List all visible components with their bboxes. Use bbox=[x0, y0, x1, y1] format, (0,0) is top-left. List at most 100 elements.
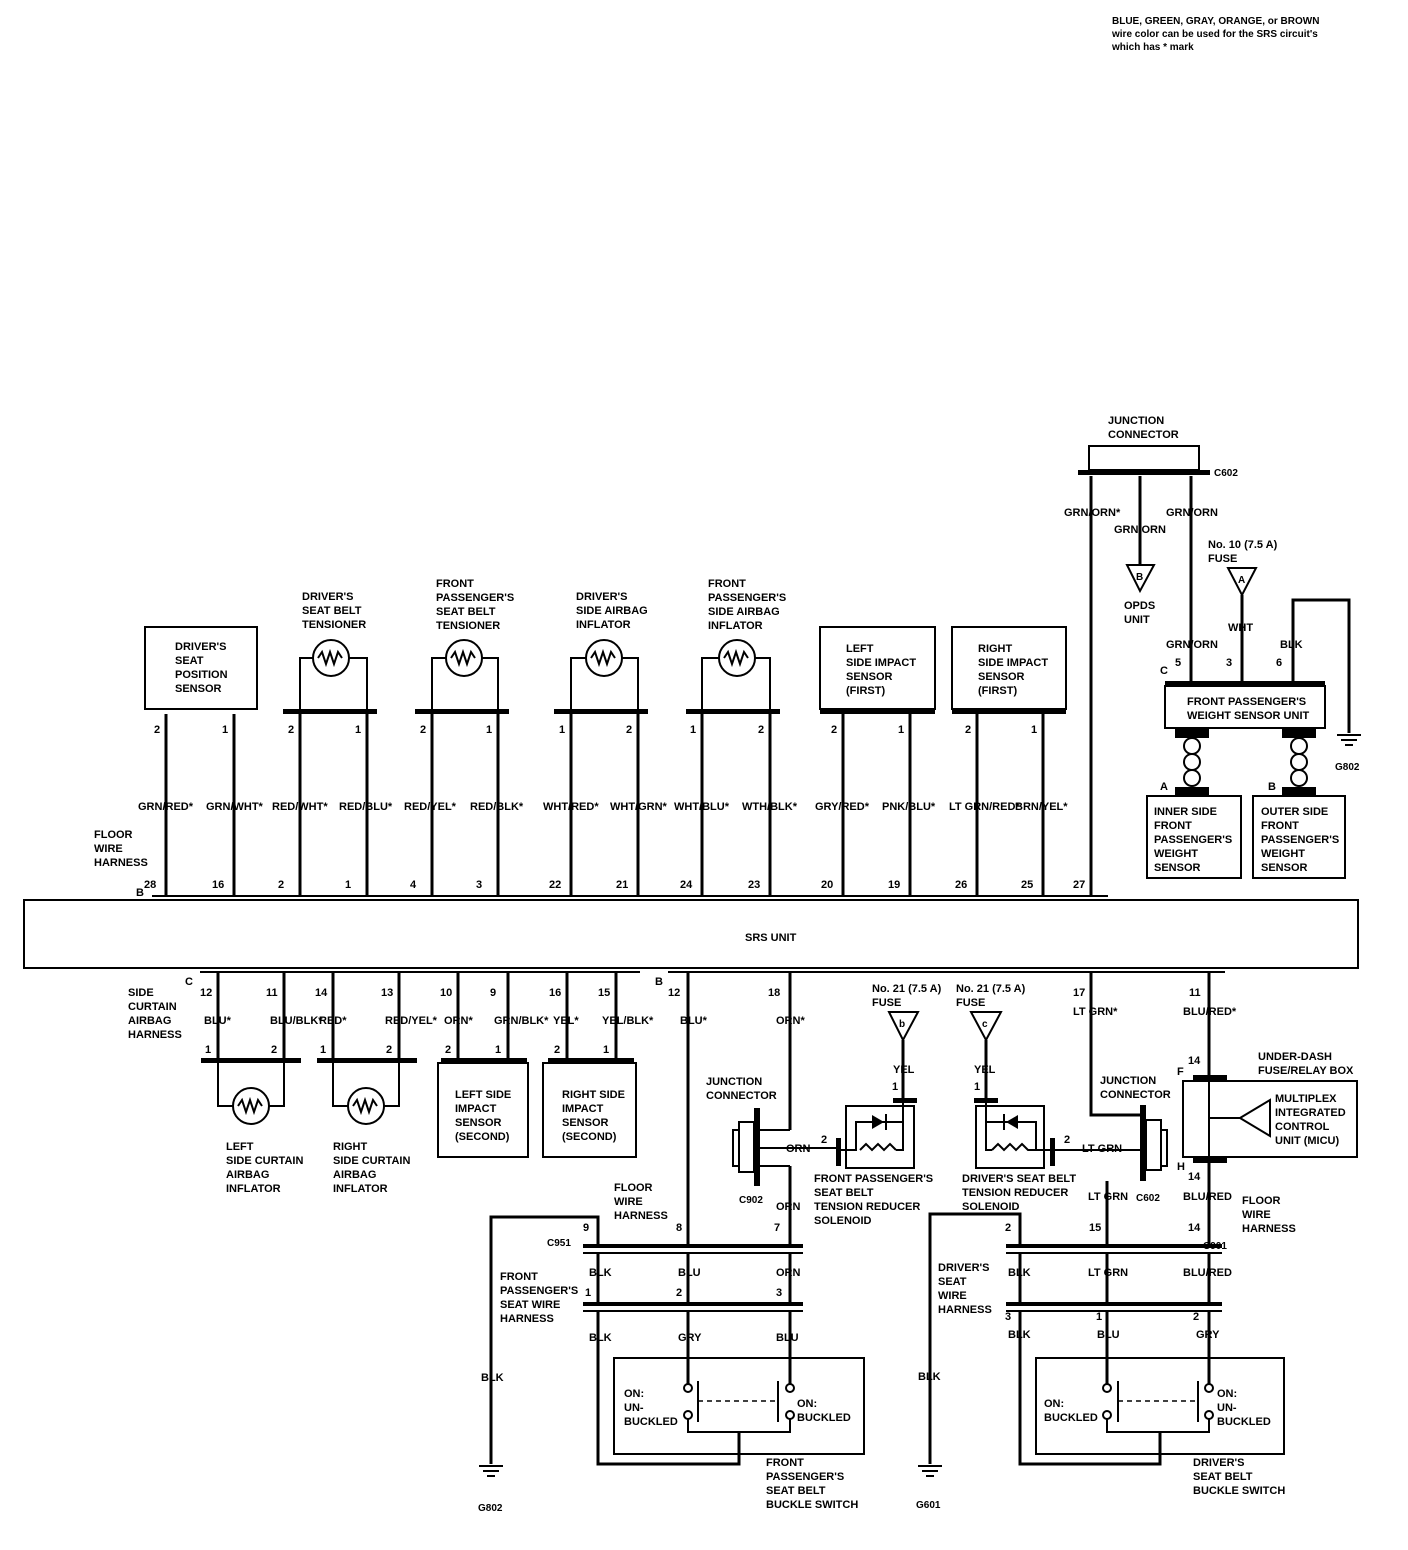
driver-buckle-contacts bbox=[1102, 1381, 1214, 1433]
top-unit-pin: 26 bbox=[955, 879, 967, 891]
junction-connector-left bbox=[732, 1108, 820, 1186]
top-comp-pin: 2 bbox=[420, 724, 426, 736]
bottom-wire-color: YEL* bbox=[553, 1015, 579, 1027]
svg-text:PASSENGER'S: PASSENGER'S bbox=[766, 1471, 844, 1483]
svg-text:HARNESS: HARNESS bbox=[938, 1304, 992, 1316]
top-comp-pin: 1 bbox=[559, 724, 565, 736]
svg-text:3: 3 bbox=[1226, 657, 1232, 669]
svg-text:UNDER-DASH: UNDER-DASH bbox=[1258, 1051, 1332, 1063]
svg-text:INFLATOR: INFLATOR bbox=[708, 620, 763, 632]
wire-grn-orn-right: GRN/ORN bbox=[1166, 507, 1218, 519]
wire-wht: WHT bbox=[1228, 622, 1253, 634]
top-unit-pin: 19 bbox=[888, 879, 900, 891]
top-unit-pin: 2 bbox=[278, 879, 284, 891]
c901-label: C901 bbox=[1203, 1241, 1227, 1252]
drivers-seat-belt-tensioner bbox=[283, 639, 377, 714]
svg-text:ON:: ON: bbox=[797, 1398, 817, 1410]
top-unit-pin: 25 bbox=[1021, 879, 1033, 891]
svg-text:BUCKLE SWITCH: BUCKLE SWITCH bbox=[1193, 1485, 1285, 1497]
svg-text:No. 21 (7.5 A): No. 21 (7.5 A) bbox=[956, 983, 1026, 995]
floor-wire-harness-label: FLOOR WIRE HARNESS bbox=[94, 829, 148, 869]
top-comp-pin: 1 bbox=[222, 724, 228, 736]
bottom-comp-pin: 2 bbox=[445, 1044, 451, 1056]
bottom-wire-color: ORN* bbox=[444, 1015, 473, 1027]
outer-weight-sensor-coil bbox=[1282, 728, 1316, 795]
right-side-impact-sensor-second bbox=[542, 1062, 637, 1158]
inner-weight-sensor-coil bbox=[1175, 728, 1209, 795]
drivers-side-airbag-inflator-label: DRIVER'S SIDE AIRBAG INFLATOR bbox=[576, 591, 648, 631]
svg-text:WEIGHT: WEIGHT bbox=[1154, 848, 1198, 860]
svg-text:HARNESS: HARNESS bbox=[614, 1210, 668, 1222]
top-comp-pin: 1 bbox=[690, 724, 696, 736]
svg-text:11: 11 bbox=[1189, 987, 1201, 999]
bottom-unit-pin: 13 bbox=[381, 987, 393, 999]
svg-text:WIRE: WIRE bbox=[614, 1196, 643, 1208]
svg-text:12: 12 bbox=[668, 987, 680, 999]
bottom-unit-pin: 15 bbox=[598, 987, 610, 999]
top-unit-pin: 21 bbox=[616, 879, 628, 891]
svg-text:SIDE AIRBAG: SIDE AIRBAG bbox=[576, 605, 648, 617]
top-unit-pin: 16 bbox=[212, 879, 224, 891]
srs-unit-label: SRS UNIT bbox=[745, 932, 797, 944]
inner-side-weight-sensor bbox=[1146, 795, 1242, 879]
bottom-wire-color: RED* bbox=[319, 1015, 347, 1027]
svg-text:9: 9 bbox=[583, 1222, 589, 1234]
top-comp-pin: 1 bbox=[1031, 724, 1037, 736]
bottom-unit-pin: 11 bbox=[266, 987, 278, 999]
front-passengers-seat-belt-tensioner-label: FRONT PASSENGER'S SEAT BELT TENSIONER bbox=[436, 578, 514, 632]
passenger-switch-left-text: ON: UN- BUCKLED bbox=[624, 1388, 678, 1428]
ground-g802-bottom bbox=[479, 1465, 503, 1477]
svg-text:FRONT PASSENGER'S: FRONT PASSENGER'S bbox=[814, 1173, 933, 1185]
svg-text:YEL: YEL bbox=[974, 1064, 996, 1076]
svg-text:JUNCTION: JUNCTION bbox=[706, 1076, 762, 1088]
top-comp-pin: 1 bbox=[486, 724, 492, 736]
top-wire-color: BRN/YEL* bbox=[1015, 801, 1068, 813]
svg-text:PASSENGER'S: PASSENGER'S bbox=[708, 592, 786, 604]
svg-text:SENSOR: SENSOR bbox=[175, 683, 222, 695]
svg-text:FRONT: FRONT bbox=[1261, 820, 1299, 832]
svg-text:DRIVER'S SEAT BELT: DRIVER'S SEAT BELT bbox=[962, 1173, 1076, 1185]
top-comp-pin: 2 bbox=[965, 724, 971, 736]
svg-text:SEAT BELT: SEAT BELT bbox=[436, 606, 496, 618]
svg-text:AIRBAG: AIRBAG bbox=[226, 1169, 269, 1181]
svg-text:1: 1 bbox=[585, 1287, 591, 1299]
svg-text:7: 7 bbox=[774, 1222, 780, 1234]
svg-text:ORN: ORN bbox=[786, 1143, 811, 1155]
junction-connector-top-label: JUNCTION CONNECTOR bbox=[1108, 415, 1179, 441]
driver-switch-right-text: ON: UN- BUCKLED bbox=[1217, 1388, 1271, 1428]
svg-text:AIRBAG: AIRBAG bbox=[128, 1015, 171, 1027]
bottom-wire-color: YEL/BLK* bbox=[602, 1015, 654, 1027]
svg-text:3: 3 bbox=[776, 1287, 782, 1299]
svg-text:HARNESS: HARNESS bbox=[1242, 1223, 1296, 1235]
svg-text:BLU/RED: BLU/RED bbox=[1183, 1191, 1232, 1203]
top-wire-color: GRY/RED* bbox=[815, 801, 870, 813]
svg-text:FRONT: FRONT bbox=[436, 578, 474, 590]
front-passengers-side-airbag-inflator bbox=[686, 639, 780, 714]
svg-text:(FIRST): (FIRST) bbox=[846, 685, 885, 697]
drivers-seat-wire-harness-label: DRIVER'S SEAT WIRE HARNESS bbox=[938, 1262, 992, 1316]
wire-grn-orn-star: GRN/ORN* bbox=[1064, 507, 1121, 519]
svg-text:FUSE: FUSE bbox=[956, 997, 985, 1009]
svg-text:JUNCTION: JUNCTION bbox=[1108, 415, 1164, 427]
svg-text:H: H bbox=[1177, 1161, 1185, 1173]
svg-text:1: 1 bbox=[974, 1081, 980, 1093]
svg-text:BUCKLED: BUCKLED bbox=[797, 1412, 851, 1424]
floor-wire-harness-mid-label: FLOOR WIRE HARNESS bbox=[614, 1182, 668, 1222]
svg-text:SIDE IMPACT: SIDE IMPACT bbox=[846, 657, 916, 669]
outer-side-weight-sensor-label: OUTER SIDE FRONT PASSENGER'S WEIGHT SENS… bbox=[1261, 806, 1339, 874]
svg-text:UN-: UN- bbox=[624, 1402, 644, 1414]
left-side-curtain-airbag-inflator-label: LEFT SIDE CURTAIN AIRBAG INFLATOR bbox=[226, 1141, 303, 1195]
top-unit-pin: 22 bbox=[549, 879, 561, 891]
svg-text:(FIRST): (FIRST) bbox=[978, 685, 1017, 697]
svg-text:5: 5 bbox=[1175, 657, 1181, 669]
top-wire-color: WHT/GRN* bbox=[610, 801, 668, 813]
bottom-comp-pin: 2 bbox=[271, 1044, 277, 1056]
svg-text:UNIT (MICU): UNIT (MICU) bbox=[1275, 1135, 1339, 1147]
bottom-unit-pin: 9 bbox=[490, 987, 496, 999]
junction-connector-right bbox=[1140, 1105, 1168, 1181]
connector-b-top: B bbox=[136, 887, 144, 899]
svg-text:SIDE: SIDE bbox=[128, 987, 154, 999]
top-wire-color: WHT/RED* bbox=[543, 801, 599, 813]
svg-text:DRIVER'S: DRIVER'S bbox=[1193, 1457, 1245, 1469]
svg-text:ON:: ON: bbox=[1217, 1388, 1237, 1400]
